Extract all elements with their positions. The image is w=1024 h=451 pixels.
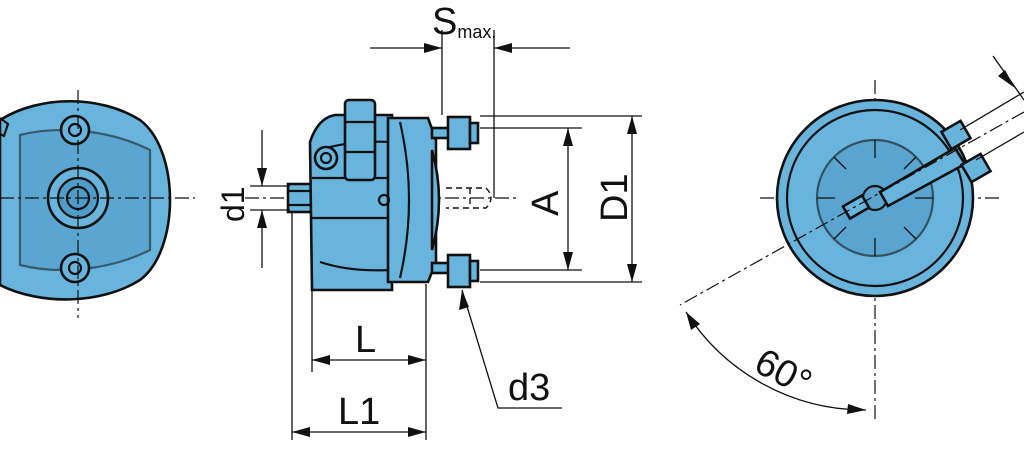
l-label: L	[355, 319, 376, 361]
angle-label: 60°	[748, 341, 818, 405]
l1-label: L1	[338, 391, 380, 433]
d3-label: d3	[508, 367, 550, 409]
d1-small-label: d1	[215, 186, 251, 222]
front-view-right	[679, 55, 1024, 420]
s-max-label: Smax.	[432, 1, 496, 43]
a-label: A	[525, 190, 567, 216]
angle-dimension	[685, 311, 867, 414]
side-dimensions	[250, 30, 642, 440]
front-view-left	[0, 90, 195, 318]
side-view	[245, 98, 520, 292]
d1-large-label: D1	[594, 173, 636, 222]
